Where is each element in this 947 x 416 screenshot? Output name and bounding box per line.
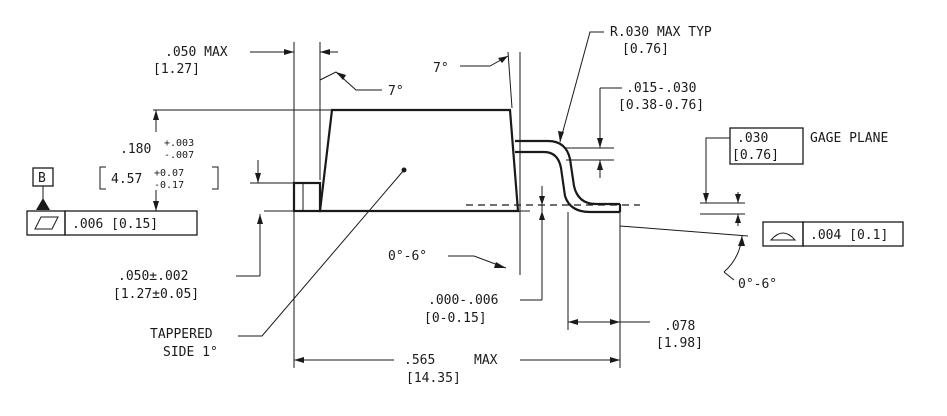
- lead-thk-arrow-top: [597, 138, 603, 148]
- draft-left-arrow: [336, 72, 346, 80]
- overall-arrow-right: [610, 357, 620, 363]
- coplanarity-symbol-box: [762, 221, 804, 247]
- lead-bottom-edge: [515, 150, 620, 214]
- tapered-label: TAPPERED: [150, 327, 213, 342]
- height-tol-minus: -.007: [164, 150, 194, 161]
- draft-right-arrow: [498, 56, 508, 63]
- standoff-label: .050±.002: [118, 269, 188, 284]
- coplanarity-label: .004 [0.1]: [810, 228, 888, 243]
- height-mm: 4.57: [111, 172, 142, 187]
- flatness-label: .006 [0.15]: [72, 217, 158, 232]
- tab-dim-arrow: [255, 173, 261, 183]
- datum-b: B: [38, 171, 46, 186]
- lead-length-mm-label: [1.98]: [656, 336, 703, 351]
- height-mm-tol-plus: +0.07: [154, 168, 184, 179]
- height-arrow-top: [153, 110, 159, 120]
- overall-arrow-left: [294, 357, 304, 363]
- angle-lead-bottom: 0°-6°: [388, 249, 427, 264]
- lead-standoff-mm-label: [0-0.15]: [424, 311, 487, 326]
- flatness-icon: [34, 216, 59, 230]
- lead-thickness-mm-label: [0.38-0.76]: [618, 98, 704, 113]
- lead-standoff-arrow-top: [539, 196, 545, 205]
- radius-mm-label: [0.76]: [622, 42, 669, 57]
- gage-arrow-top: [703, 193, 709, 203]
- draft-angle-right: 7°: [433, 61, 449, 76]
- height-bracket-left: [99, 166, 106, 190]
- datum-triangle-icon: [36, 198, 50, 210]
- lead-thk-arrow-bot: [597, 160, 603, 170]
- lead-angle-arc: [723, 235, 743, 273]
- gage-dim-arrow-top: [735, 194, 741, 203]
- lead-length-label: .078: [664, 319, 695, 334]
- standoff-mm-label: [1.27±0.05]: [113, 287, 199, 302]
- tapered-leader: [238, 169, 405, 337]
- angle-lead-right: 0°-6°: [738, 277, 777, 292]
- height-mm-tol-minus: -0.17: [154, 180, 184, 191]
- angle-bottom-arrow: [494, 262, 506, 268]
- package-tab: [292, 181, 322, 213]
- package-body: [318, 108, 520, 213]
- gage-dim-arrow-bot: [735, 214, 741, 223]
- height-bracket-right: [212, 166, 219, 190]
- ext-draft-right-a: [507, 51, 513, 109]
- draft-angle-left: 7°: [388, 84, 404, 99]
- lead-standoff-label: .000-.006: [428, 293, 498, 308]
- overall-mm: [14.35]: [406, 371, 461, 386]
- gage-value-mm: [0.76]: [732, 148, 779, 163]
- height-tol-plus: +.003: [164, 138, 194, 149]
- dim-050-arrow-left: [284, 49, 294, 55]
- tapered-side-label: SIDE 1°: [163, 345, 218, 360]
- height-arrow-bot: [153, 201, 159, 211]
- width-max-label: .050 MAX: [165, 45, 228, 60]
- gage-value-box: [729, 127, 804, 165]
- standoff-arrow: [257, 214, 263, 224]
- profile-symbol-icon: [769, 232, 797, 241]
- gage-leader: [705, 137, 730, 203]
- lead-standoff-arrow-bot: [539, 211, 545, 220]
- width-max-mm-label: [1.27]: [153, 62, 200, 77]
- lead-angle-leader: [723, 271, 735, 281]
- draft-left-leader: [319, 71, 382, 91]
- flatness-symbol-box: [26, 210, 66, 236]
- gage-plane-label: GAGE PLANE: [810, 131, 888, 146]
- lead-length-arrow-right: [610, 319, 620, 325]
- coplanarity-value-box: [802, 221, 904, 247]
- overall-max-word: MAX: [474, 353, 498, 368]
- lead-thickness-label: .015-.030: [626, 81, 696, 96]
- lead-length-arrow-left: [568, 319, 578, 325]
- gage-value: .030: [737, 131, 768, 146]
- height-main: .180: [120, 142, 151, 157]
- lead-top-edge: [515, 139, 620, 206]
- radius-leader: [559, 31, 604, 143]
- radius-label: R.030 MAX TYP: [610, 25, 712, 40]
- radius-arrow: [558, 131, 564, 142]
- overall-max: .565: [404, 353, 435, 368]
- lead-angle-arrow: [738, 236, 745, 246]
- lead-angle-line: [619, 225, 749, 237]
- dim-050-arrow-right: [320, 49, 330, 55]
- flatness-value-box: [64, 210, 198, 236]
